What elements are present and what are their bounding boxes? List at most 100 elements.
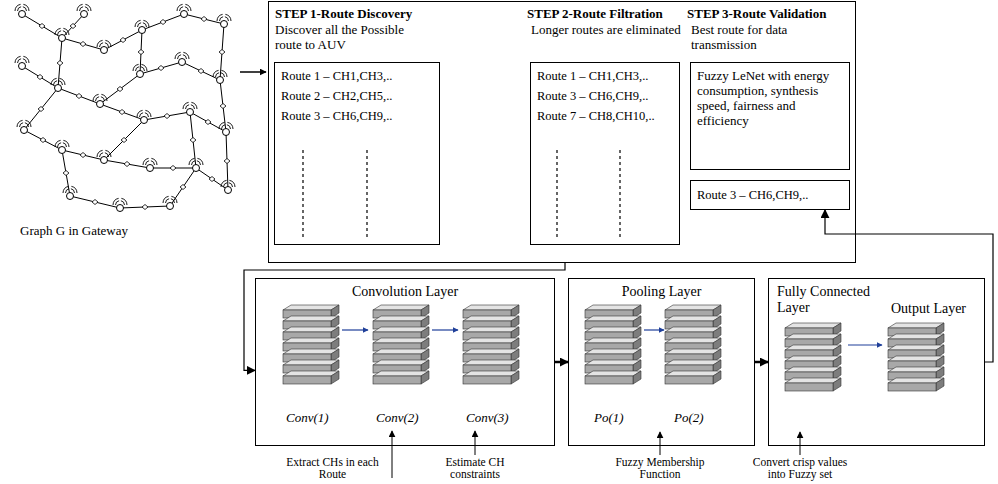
route-text: Route 2 – CH2,CH5,..: [281, 89, 435, 103]
link-diamond: [92, 200, 98, 205]
stage-label: Po(1): [594, 411, 644, 426]
sensor-icon: [63, 186, 77, 199]
flow-arrow: [244, 263, 565, 370]
annotation-text: Fuzzy Membership Function: [608, 456, 712, 480]
step-description: Discover all the Possible route to AUV: [275, 23, 415, 53]
step-description: Best route for data transmission: [691, 23, 851, 53]
graph-link: [184, 14, 224, 24]
sensor-icon: [175, 52, 189, 65]
flow-arrow: [555, 361, 568, 364]
sensor-icon: [221, 180, 235, 193]
sensor-icon: [93, 94, 107, 107]
graph-link: [182, 62, 220, 80]
route-text: Route 3 – CH6,CH9,..: [281, 109, 435, 123]
link-diamond: [160, 20, 166, 25]
network-graph: [15, 4, 235, 211]
stage-label: Po(2): [674, 411, 724, 426]
feature-slab: [665, 371, 721, 384]
stage-label: Conv(1): [286, 411, 346, 426]
link-diamond: [224, 159, 230, 164]
flow-arrow: [755, 361, 768, 364]
link-diamond: [220, 104, 226, 109]
link-diamond: [201, 17, 207, 22]
sensor-icon: [189, 158, 203, 171]
sensor-icon: [15, 4, 29, 17]
graph-link: [104, 30, 142, 50]
feature-slab: [463, 371, 519, 384]
link-diamond: [219, 50, 225, 55]
graph-link: [58, 88, 100, 104]
route-text: Route 3 – CH6,CH9,..: [537, 89, 677, 103]
graph-link: [100, 104, 144, 120]
stage-label: Conv(3): [466, 411, 526, 426]
graph-link: [58, 38, 62, 88]
link-diamond: [209, 177, 215, 182]
link-diamond: [119, 110, 125, 115]
sensor-icon: [17, 120, 31, 133]
graph-link: [142, 14, 184, 30]
link-diamond: [39, 24, 45, 29]
feature-slab: [785, 378, 841, 391]
link-diamond: [57, 61, 63, 66]
route-box: STEP 1-Route DiscoveryDiscover all the P…: [274, 62, 440, 245]
link-diamond: [38, 107, 44, 112]
feature-slab: [283, 371, 339, 384]
sensor-icon: [51, 78, 65, 91]
link-diamond: [37, 75, 43, 80]
link-diamond: [164, 114, 170, 119]
graph-link: [100, 74, 140, 104]
step-heading: STEP 1-Route Discovery: [275, 7, 475, 22]
annotation-text: Convert crisp values into Fuzzy set: [746, 456, 854, 480]
graph-link: [24, 130, 62, 150]
link-diamond: [70, 24, 76, 29]
link-diamond: [138, 50, 144, 55]
graph-link: [22, 14, 62, 38]
graph-link: [70, 196, 120, 208]
graph-link: [62, 14, 84, 38]
step-description: Longer routes are eliminated: [531, 23, 681, 38]
sensor-icon: [163, 196, 177, 209]
link-diamond: [180, 185, 186, 190]
sensor-icon: [15, 56, 29, 69]
layer-title: Pooling Layer: [569, 284, 754, 300]
layer-stacks: [283, 305, 944, 391]
annotation-text: Extract CHs in each Route: [285, 456, 380, 480]
layer-box: Pooling LayerPo(1) Po(2): [568, 278, 755, 446]
link-diamond: [80, 42, 86, 47]
sensor-icon: [177, 4, 191, 17]
route-text: Fuzzy LeNet with energy consumption, syn…: [697, 69, 843, 129]
figure-caption: Graph G in Gateway: [20, 224, 190, 239]
feature-slab: [373, 371, 429, 384]
step-heading: STEP 2-Route Filtration: [527, 7, 687, 22]
sensor-icon: [143, 158, 157, 171]
route-text: Route 1 – CH1,CH3,..: [537, 69, 677, 83]
graph-link: [24, 88, 58, 130]
link-diamond: [205, 120, 211, 125]
annotation-text: Estimate CH constraints: [425, 456, 525, 480]
link-diamond: [121, 138, 127, 143]
layer-box: Fully Connected LayerOutput Layer: [768, 278, 985, 446]
sensor-icon: [137, 110, 151, 123]
layer-title: Fully Connected Layer: [777, 284, 872, 316]
process-panel: STEP 1-Route DiscoveryDiscover all the P…: [268, 1, 856, 263]
step-heading: STEP 3-Route Validation: [687, 7, 857, 22]
sensor-icon: [217, 14, 231, 27]
stage-label: Output Layer: [891, 301, 981, 317]
sensor-icon: [97, 150, 111, 163]
link-diamond: [80, 153, 86, 158]
link-diamond: [158, 66, 164, 71]
link-diamond: [124, 162, 130, 167]
feature-slab: [888, 378, 944, 391]
link-diamond: [40, 138, 46, 143]
link-diamond: [190, 138, 196, 143]
sensor-icon: [55, 140, 69, 153]
route-text: Route 1 – CH1,CH3,..: [281, 69, 435, 83]
route-text: Route 7 – CH8,CH10,..: [537, 109, 677, 123]
sensor-icon: [133, 64, 147, 77]
sensor-icon: [113, 198, 127, 211]
sensor-icon: [55, 28, 69, 41]
link-diamond: [63, 171, 69, 176]
link-diamond: [198, 69, 204, 74]
sensor-icon: [219, 122, 233, 135]
